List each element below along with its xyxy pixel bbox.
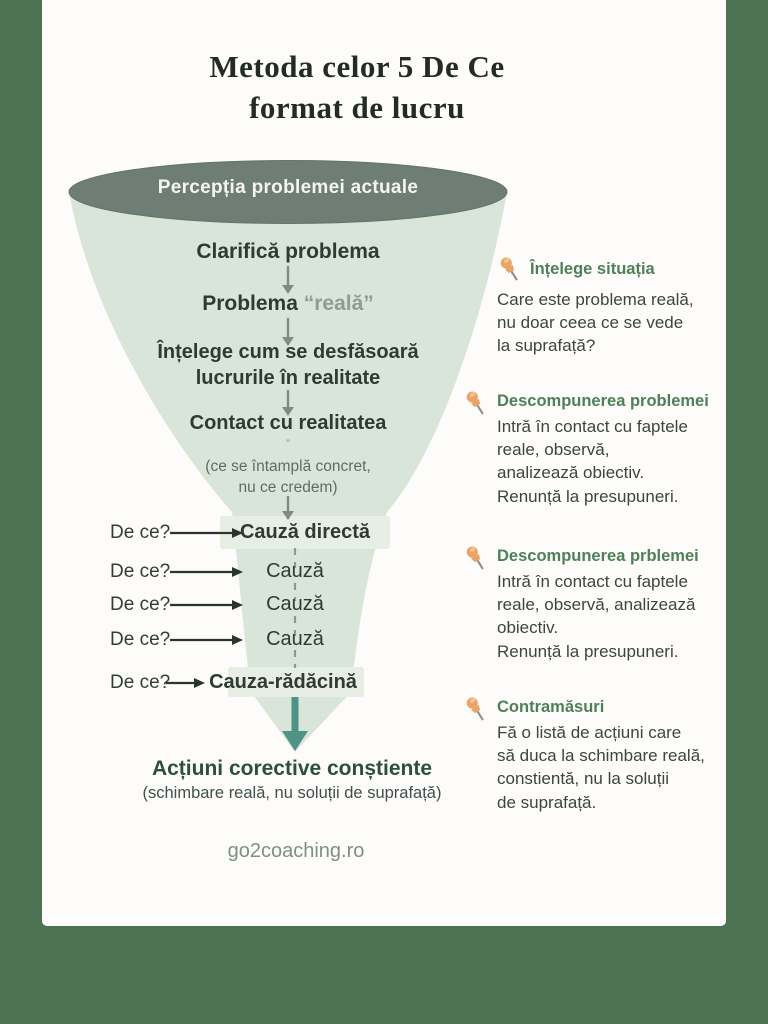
annotation-understand-situation: Înțelege situația Care este problema rea… [497,254,719,358]
page-title: Metoda celor 5 De Ce format de lucru [42,46,672,128]
annotation-countermeasures: Contramăsuri Fă o listă de acțiuni care … [466,697,719,814]
why-question-4: De ce? [110,629,171,650]
pushpin-icon [466,391,484,415]
funnel-step-real-problem: Problema “reală” [68,292,508,316]
cause-label-2: Cauză [266,560,324,582]
annotation-body: Care este problema reală, nu doar ceea c… [497,290,694,356]
funnel-note: (ce se întamplă concret, nu ce credem) [205,458,371,496]
funnel-step-clarify: Clarifică problema [196,240,380,263]
outcome-subtitle: (schimbare reală, nu soluții de suprafaț… [142,784,442,802]
pushpin-icon [466,546,484,570]
infographic-card: Metoda celor 5 De Ce format de lucru Per… [42,0,726,926]
annotation-title: Descompunerea prblemei [497,547,699,565]
cause-label-3: Cauză [266,593,324,615]
website-footer: go2coaching.ro [227,840,365,862]
why-question-2: De ce? [110,561,171,582]
root-cause-label: Cauza-rădăcină [209,671,357,693]
funnel-step-contact-reality: Contact cu realitatea [189,412,387,434]
pushpin-icon [466,697,484,721]
annotation-decompose-problem-2: Descompunerea prblemei Intră în contact … [466,546,719,663]
outcome-arrow [282,697,308,751]
real-problem-bold: Problema [202,292,298,315]
annotation-title: Înțelege situația [530,259,655,278]
annotation-body: Fă o listă de acțiuni care să duca la sc… [497,723,705,812]
page-title-line2: format de lucru [249,90,465,125]
cause-direct-label: Cauză directă [239,521,371,543]
funnel-step-understand: Înțelege cum se desfăsoară lucrurile în … [157,341,419,389]
small-quote-mark: ” [286,437,290,451]
annotation-title: Descompunerea problemei [497,392,709,410]
real-problem-quoted: “reală” [303,292,374,315]
why-question-1: De ce? [110,522,171,543]
cause-label-4: Cauză [266,628,324,650]
page-title-line1: Metoda celor 5 De Ce [209,49,505,84]
annotation-decompose-problem-1: Descompunerea problemei Intră în contact… [466,391,719,508]
pushpin-icon [500,257,518,281]
annotation-body: Intră în contact cu faptele reale, obser… [497,417,688,506]
why-question-5: De ce? [110,672,171,693]
annotation-title: Contramăsuri [497,698,605,716]
funnel-top-label: Percepția problemei actuale [157,177,419,198]
why-question-3: De ce? [110,594,171,615]
outcome-heading: Acțiuni corective conștiente [151,757,433,780]
annotation-body: Intră în contact cu faptele reale, obser… [497,572,696,661]
